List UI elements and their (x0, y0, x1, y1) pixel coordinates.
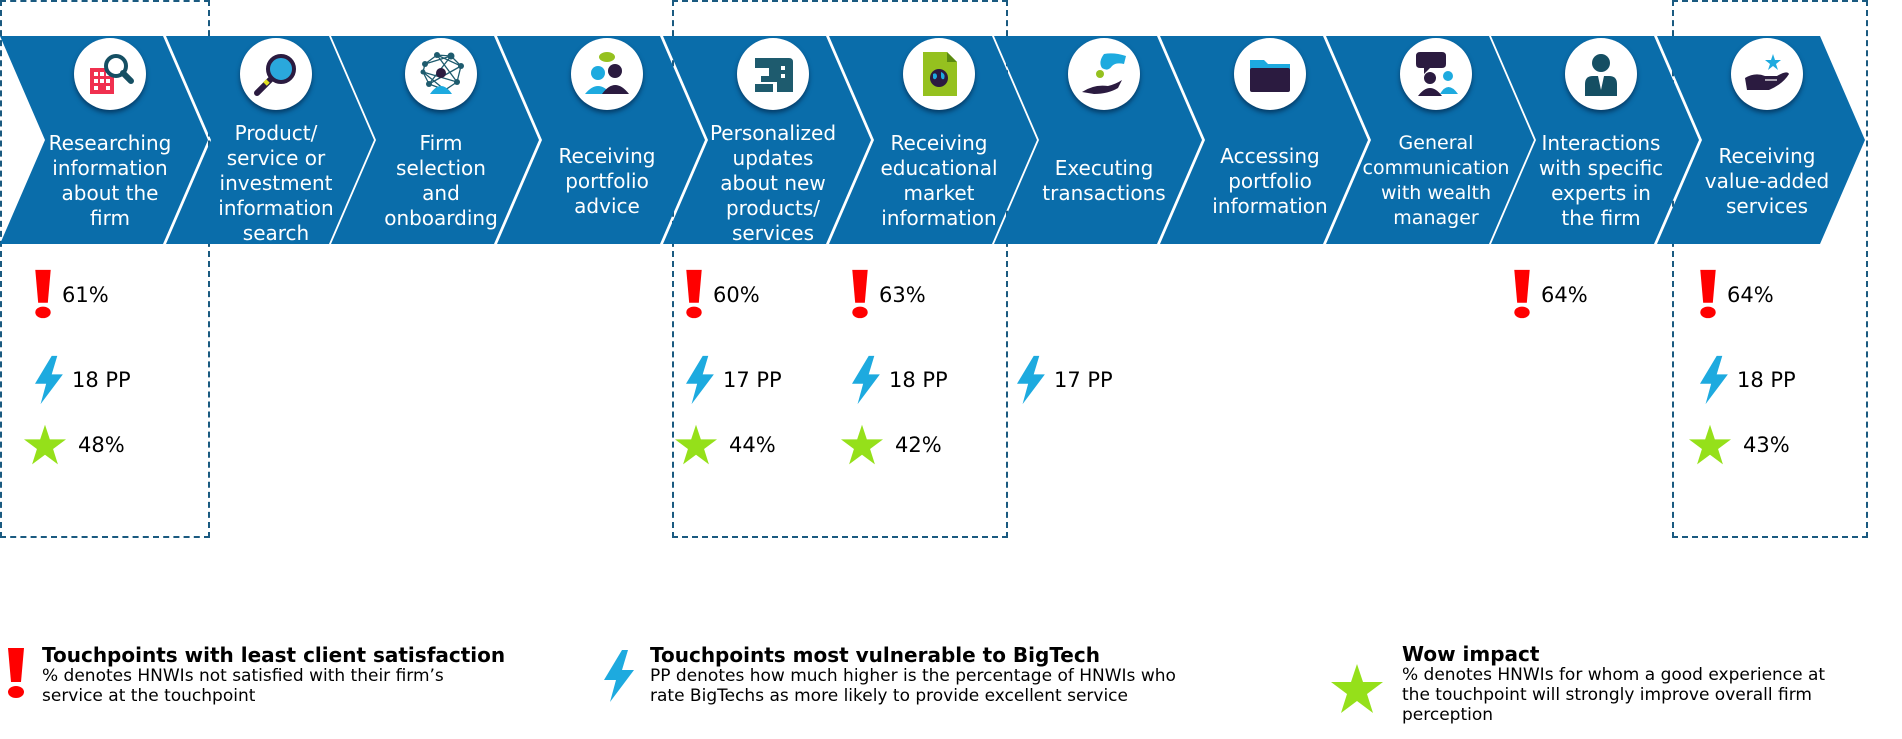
step-label: Receiving value-added services (1704, 144, 1830, 218)
step-label: Interactions with specific experts in th… (1538, 131, 1664, 230)
legend-bigtech-vulnerability: Touchpoints most vulnerable to BigTech P… (600, 644, 1176, 706)
legend-title: Touchpoints with least client satisfacti… (42, 643, 506, 667)
legend-title: Wow impact (1402, 642, 1540, 666)
legend-title: Touchpoints most vulnerable to BigTech (650, 643, 1100, 667)
hand-star-icon (1731, 38, 1803, 110)
building-search-icon (74, 38, 146, 110)
exclamation-icon (1700, 269, 1716, 319)
metric-value: 44% (729, 433, 776, 457)
step-label: Product/ service or investment informati… (218, 121, 334, 245)
metric-value: 17 PP (723, 368, 782, 392)
metric-value: 18 PP (889, 368, 948, 392)
step-label: Researching information about the firm (48, 131, 172, 230)
exclamation-icon (1514, 269, 1530, 319)
people-chat-icon (1400, 38, 1472, 110)
globe-document-icon (903, 38, 975, 110)
lightning-bolt-icon (604, 650, 634, 702)
metric-wow-impact: 42% (841, 424, 942, 466)
step-label: Personalized updates about new products/… (709, 121, 837, 245)
step-label: Receiving portfolio advice (558, 144, 656, 218)
metric-wow-impact: 44% (675, 424, 776, 466)
highlight-box-researching (0, 0, 210, 538)
chevron-step-7 (994, 36, 1202, 244)
metric-value: 60% (713, 283, 760, 307)
metric-wow-impact: 48% (24, 424, 125, 466)
chevron-step-10 (1491, 36, 1699, 244)
star-icon (675, 424, 717, 465)
chevron-step-6 (829, 36, 1037, 244)
exclamation-icon (852, 269, 868, 319)
metric-bigtech-vulnerability: 18 PP (847, 354, 948, 406)
legend-wow-impact: Wow impact % denotes HNWIs for whom a go… (1330, 643, 1825, 725)
lightning-bolt-icon (686, 355, 714, 405)
metric-value: 48% (78, 433, 125, 457)
exclamation-icon (35, 269, 51, 319)
legend-description: % denotes HNWIs not satisfied with their… (42, 666, 444, 706)
exclamation-icon (686, 269, 702, 319)
metric-least-satisfaction: 64% (1695, 268, 1774, 322)
chevron-step-8 (1160, 36, 1368, 244)
metric-bigtech-vulnerability: 18 PP (1695, 354, 1796, 406)
metric-bigtech-vulnerability: 18 PP (30, 354, 131, 406)
metric-wow-impact: 43% (1689, 424, 1790, 466)
chevron-step-9 (1326, 36, 1534, 244)
star-icon (1689, 424, 1731, 465)
metric-value: 42% (895, 433, 942, 457)
step-label: Firm selection and onboarding (384, 131, 498, 230)
metric-bigtech-vulnerability: 17 PP (1012, 354, 1113, 406)
chevron-step-1 (0, 36, 208, 244)
lightning-bolt-icon (35, 355, 63, 405)
coin-handover-icon (1068, 38, 1140, 110)
exclamation-icon (8, 648, 24, 698)
legend-description: % denotes HNWIs for whom a good experien… (1402, 665, 1826, 725)
step-label: Receiving educational market information (880, 131, 998, 230)
metric-least-satisfaction: 60% (681, 268, 760, 322)
lightning-bolt-icon (1017, 355, 1045, 405)
sewing-machine-icon (737, 38, 809, 110)
magnifier-icon (240, 38, 312, 110)
journey-chevron-band (0, 36, 1865, 244)
star-icon (1331, 664, 1383, 713)
metric-value: 17 PP (1054, 368, 1113, 392)
metric-least-satisfaction: 63% (847, 268, 926, 322)
metric-value: 64% (1727, 283, 1774, 307)
chevron-step-5 (663, 36, 871, 244)
lightning-bolt-icon (1700, 355, 1728, 405)
metric-least-satisfaction: 61% (30, 268, 109, 322)
expert-person-icon (1565, 38, 1637, 110)
lightning-bolt-icon (852, 355, 880, 405)
metric-least-satisfaction: 64% (1509, 268, 1588, 322)
metric-value: 64% (1541, 283, 1588, 307)
step-label: General communication with wealth manage… (1362, 132, 1510, 229)
chevron-step-3 (331, 36, 539, 244)
chevron-step-2 (166, 36, 374, 244)
network-person-icon (405, 38, 477, 110)
highlight-box-value-added (1672, 0, 1868, 538)
step-label: Executing transactions (1042, 156, 1166, 205)
metric-value: 63% (879, 283, 926, 307)
legend-least-satisfaction: Touchpoints with least client satisfacti… (4, 643, 506, 706)
metric-value: 18 PP (72, 368, 131, 392)
chevron-step-4 (497, 36, 705, 244)
highlight-box-updates-education (672, 0, 1008, 538)
step-label: Accessing portfolio information (1212, 144, 1328, 218)
star-icon (24, 424, 66, 465)
legend-description: PP denotes how much higher is the percen… (650, 666, 1176, 706)
metric-value: 43% (1743, 433, 1790, 457)
star-icon (841, 424, 883, 465)
folder-icon (1234, 38, 1306, 110)
metric-value: 61% (62, 283, 109, 307)
chevron-step-11 (1657, 36, 1865, 244)
metric-value: 18 PP (1737, 368, 1796, 392)
advisor-conversation-icon (571, 38, 643, 110)
metric-bigtech-vulnerability: 17 PP (681, 354, 782, 406)
